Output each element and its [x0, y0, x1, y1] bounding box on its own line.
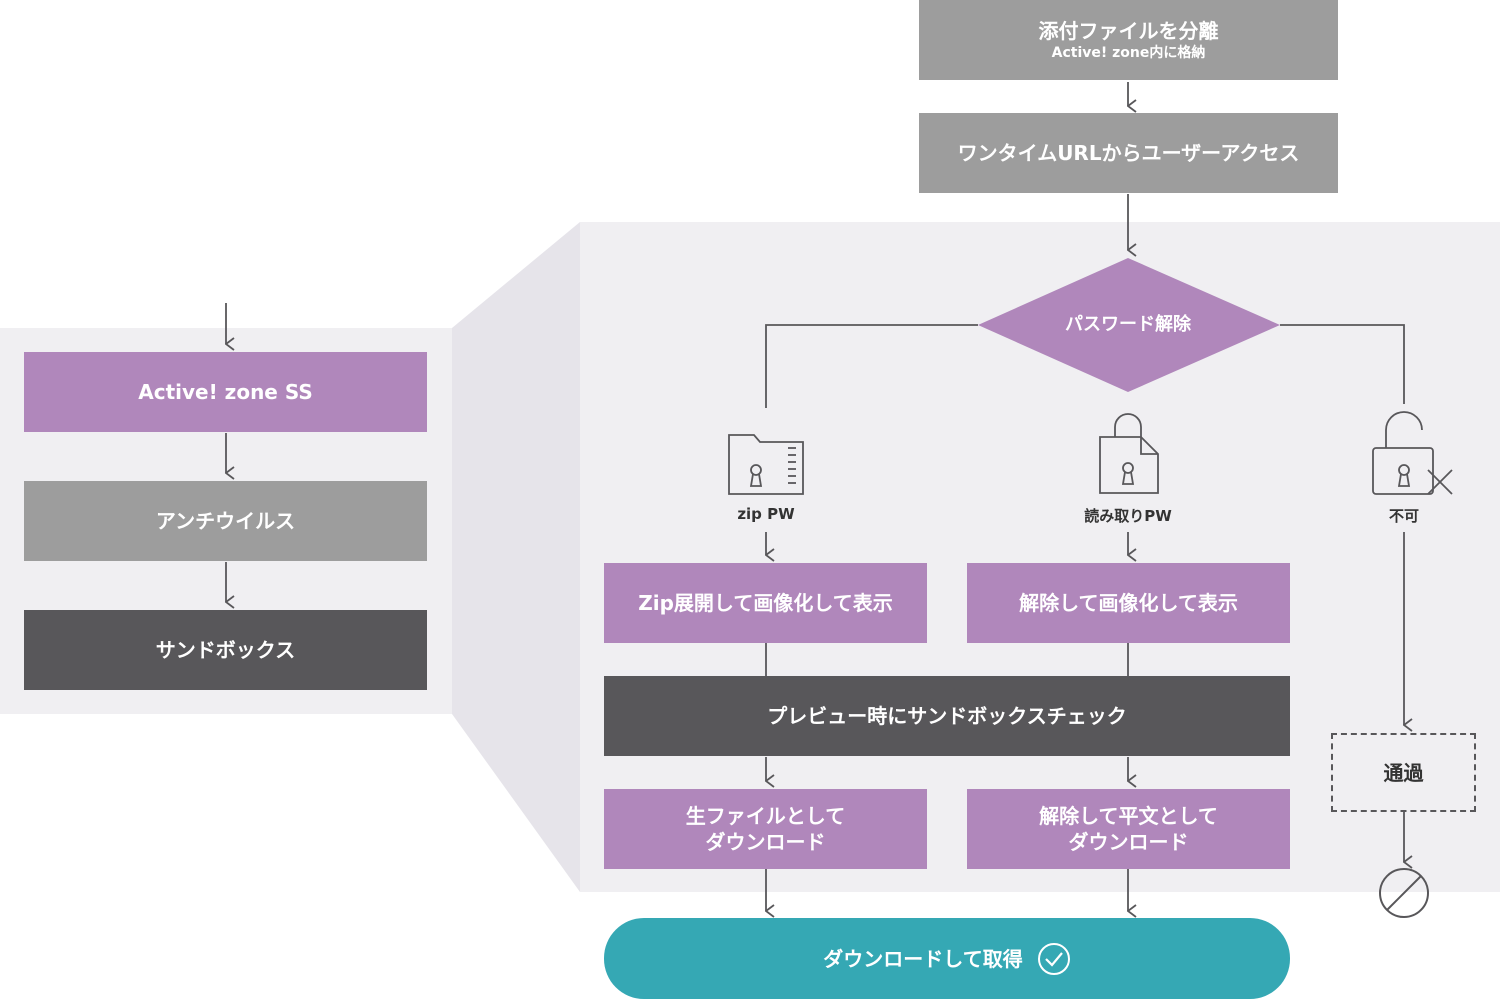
active-zone-ss-label: Active! zone SS	[138, 380, 313, 404]
unlocked-lock-x-icon	[1372, 411, 1453, 495]
one-time-url-access-box: ワンタイムURLからユーザーアクセス	[919, 113, 1338, 193]
antivirus-label: アンチウイルス	[155, 509, 296, 533]
read-view-label: 解除して画像化して表示	[1019, 591, 1238, 615]
zip-pw-label: zip PW	[737, 505, 795, 523]
sandbox-label: サンドボックス	[155, 638, 296, 662]
check-circle-icon	[1037, 942, 1070, 975]
zoom-connector	[452, 222, 580, 892]
separate-attachments-subtitle: Active! zone内に格納	[1051, 44, 1206, 61]
raw-file-download-line2: ダウンロード	[705, 830, 826, 854]
plain-text-download-line2: ダウンロード	[1068, 830, 1189, 854]
branch-right-line	[1280, 324, 1405, 404]
preview-sandbox-check-label: プレビュー時にサンドボックスチェック	[767, 704, 1127, 728]
sandbox-box: サンドボックス	[24, 610, 427, 690]
separate-attachments-title: 添付ファイルを分離	[1038, 18, 1219, 43]
password-release-label-wrap: パスワード解除	[1028, 305, 1228, 345]
branch-left-line	[765, 324, 978, 408]
plain-text-download-line1: 解除して平文として	[1039, 804, 1218, 828]
zip-view-box: Zip展開して画像化して表示	[604, 563, 927, 643]
raw-file-download-line1: 生ファイルとして	[685, 804, 846, 828]
read-pw-label: 読み取りPW	[1084, 507, 1172, 525]
document-lock-icon	[1099, 413, 1159, 494]
password-release-label: パスワード解除	[1065, 314, 1191, 336]
preview-sandbox-check-box: プレビュー時にサンドボックスチェック	[604, 676, 1290, 756]
pass-through-label: 通過	[1383, 760, 1424, 785]
one-time-url-access-label: ワンタイムURLからユーザーアクセス	[957, 141, 1300, 165]
decision-diamond	[978, 258, 1280, 392]
read-view-box: 解除して画像化して表示	[967, 563, 1290, 643]
plain-text-download-box: 解除して平文として ダウンロード	[967, 789, 1290, 869]
download-and-acquire-label: ダウンロードして取得	[823, 946, 1023, 971]
raw-file-download-box: 生ファイルとして ダウンロード	[604, 789, 927, 869]
zip-folder-lock-icon	[728, 434, 804, 495]
separate-attachments-box: 添付ファイルを分離 Active! zone内に格納	[919, 0, 1338, 80]
not-possible-label: 不可	[1388, 507, 1419, 525]
active-zone-ss-box: Active! zone SS	[24, 352, 427, 432]
antivirus-box: アンチウイルス	[24, 481, 427, 561]
prohibited-icon	[1379, 868, 1429, 918]
pass-through-box: 通過	[1331, 733, 1476, 812]
download-and-acquire-button: ダウンロードして取得	[604, 918, 1290, 999]
zip-view-label: Zip展開して画像化して表示	[638, 591, 893, 615]
